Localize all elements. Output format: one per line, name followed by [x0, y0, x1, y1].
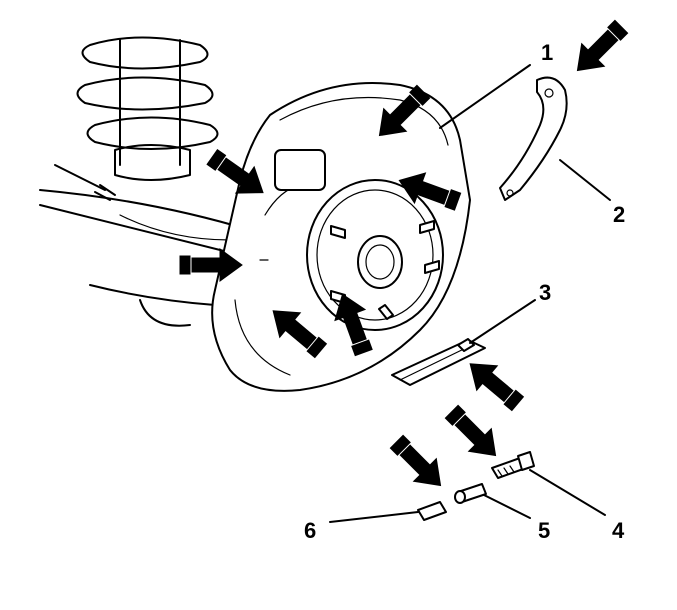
- arrow-layer: [179, 19, 629, 487]
- coil-spring: [76, 36, 219, 181]
- arrow-8: [469, 363, 525, 412]
- arrow-7: [334, 293, 373, 357]
- hub-flange: [259, 149, 444, 331]
- arrow-9: [444, 404, 497, 457]
- callout-5: 5: [538, 518, 550, 543]
- arrow-10: [389, 434, 442, 487]
- arrow-2: [378, 84, 431, 137]
- arrow-3: [398, 172, 462, 211]
- arrow-1: [576, 19, 629, 72]
- leader-lines: [329, 64, 611, 523]
- callout-6: 6: [304, 518, 316, 543]
- pin: [454, 483, 487, 504]
- callout-2: 2: [613, 202, 625, 227]
- bolt: [491, 451, 535, 479]
- parking-brake-lever: [499, 76, 568, 201]
- callout-1: 1: [541, 40, 553, 65]
- clip: [417, 501, 447, 521]
- callout-3: 3: [539, 280, 551, 305]
- callouts: 1 2 3 4 5 6: [304, 40, 625, 543]
- arrow-5: [179, 248, 243, 282]
- arrow-4: [206, 148, 264, 194]
- callout-4: 4: [612, 518, 625, 543]
- adjuster-strut: [391, 338, 486, 386]
- arrow-6: [272, 310, 328, 359]
